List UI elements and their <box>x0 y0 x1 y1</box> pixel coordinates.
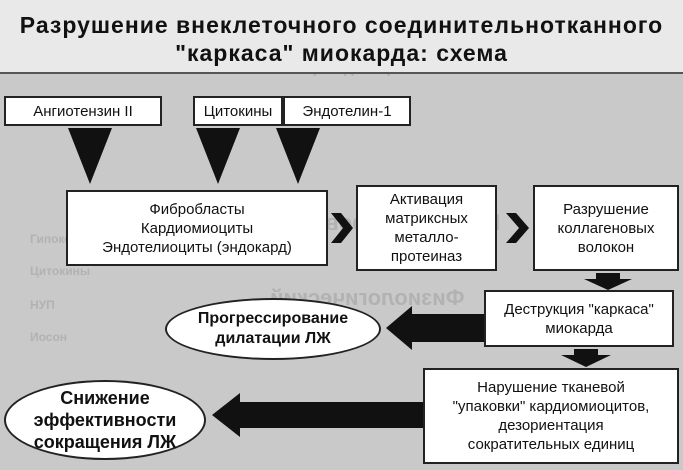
background-ghost-text: Цитокины <box>30 264 91 278</box>
collagen-line: Разрушение <box>563 200 649 218</box>
tissue-line: Нарушение тканевой <box>477 379 625 396</box>
collagen-line: волокон <box>577 238 635 256</box>
arrow-mmp-to-collagen <box>506 213 529 243</box>
mmp-line: матриксных <box>385 210 468 227</box>
mmp-activation-box: Активация матриксных металло- протеиназ <box>356 185 497 271</box>
arrow-destruction-to-tissue <box>561 349 611 367</box>
stimulus-angiotensin-label: Ангиотензин II <box>33 102 133 120</box>
tissue-line: сократительных единиц <box>467 436 635 453</box>
diagram-title: Разрушение внеклеточного соединительнотк… <box>0 0 683 74</box>
collagen-destruction-box: Разрушение коллагеновых волокон <box>533 185 679 271</box>
cells-line: Кардиомиоциты <box>140 219 254 237</box>
lv-efficiency-oval: Снижение эффективности сокращения ЛЖ <box>4 380 206 460</box>
title-line-2: "каркаса" миокарда: схема <box>175 40 508 66</box>
tissue-disruption-box: Нарушение тканевой "упаковки" кардиомиоц… <box>423 368 679 464</box>
title-line-1: Разрушение внеклеточного соединительнотк… <box>19 12 664 38</box>
collagen-line: коллагеновых <box>557 219 655 237</box>
lv-dilation-line: Прогрессирование <box>197 310 349 327</box>
cells-box: Фибробласты Кардиомиоциты Эндотелиоциты … <box>66 190 328 266</box>
arrow-tissue-to-efficiency <box>212 393 423 437</box>
tissue-line: "упаковки" кардиомиоцитов, <box>452 398 650 415</box>
arrow-cytokines-to-cells <box>196 128 240 184</box>
stimulus-endothelin-label: Эндотелин-1 <box>302 102 392 120</box>
tissue-line: дезориентация <box>498 417 604 434</box>
arrow-cells-to-mmp <box>331 213 353 243</box>
lv-efficiency-line: сокращения ЛЖ <box>33 432 177 452</box>
background-ghost-text: Иосон <box>30 330 68 344</box>
arrow-collagen-to-destruction <box>584 273 632 290</box>
stimulus-angiotensin-box: Ангиотензин II <box>4 96 162 126</box>
cells-line: Эндотелиоциты (эндокард) <box>102 238 292 256</box>
stimulus-cytokines-label: Цитокины <box>203 102 273 120</box>
frame-destruction-box: Деструкция "каркаса" миокарда <box>484 290 674 347</box>
arrow-destruction-to-dilation <box>386 306 484 350</box>
cells-line: Фибробласты <box>149 200 245 218</box>
mmp-line: Активация <box>389 191 464 208</box>
mmp-line: металло- <box>394 229 459 246</box>
background-ghost-text: НУП <box>30 298 55 312</box>
lv-dilation-line: дилатации ЛЖ <box>215 330 331 347</box>
mmp-line: протеиназ <box>390 248 463 265</box>
frame-destruction-line: миокарда <box>545 319 613 337</box>
lv-efficiency-line: эффективности <box>33 410 177 430</box>
stimulus-cytokines-box: Цитокины <box>193 96 283 126</box>
lv-efficiency-line: Снижение <box>60 388 150 408</box>
stimulus-endothelin-box: Эндотелин-1 <box>283 96 411 126</box>
lv-dilation-oval: Прогрессирование дилатации ЛЖ <box>165 298 381 360</box>
arrow-angiotensin-to-cells <box>68 128 112 184</box>
frame-destruction-line: Деструкция "каркаса" <box>504 300 654 318</box>
arrow-endothelin-to-cells <box>276 128 320 184</box>
